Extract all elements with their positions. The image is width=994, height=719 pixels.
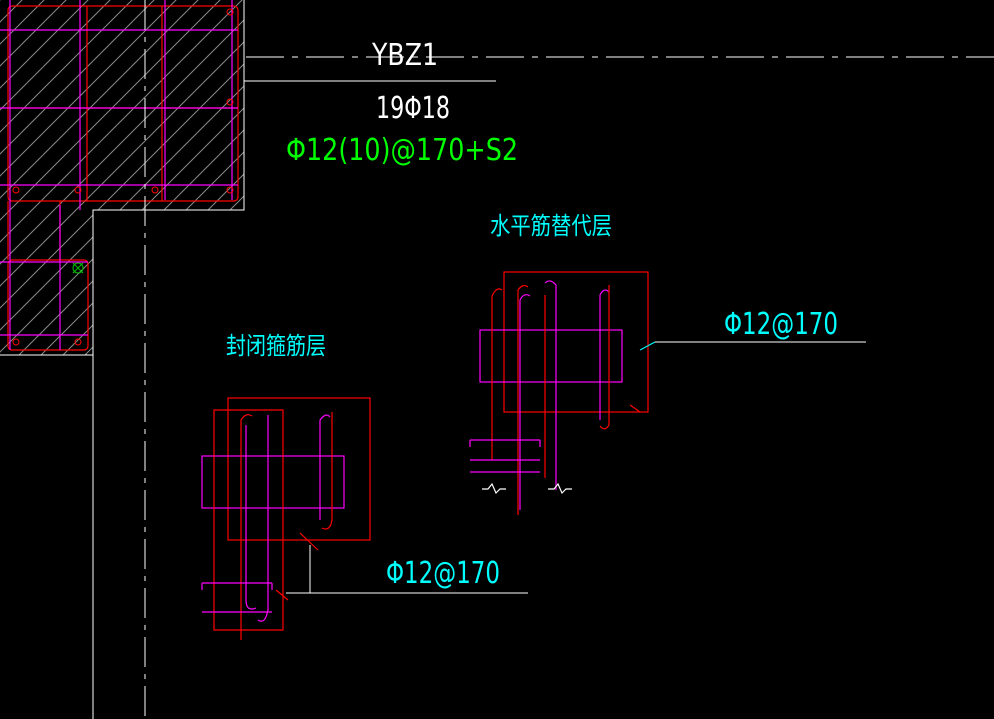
stirrup-spec-label: Φ12(10)@170+S2 xyxy=(286,133,518,168)
tie-bars-magenta xyxy=(0,0,238,350)
right-callout-leader xyxy=(639,341,656,351)
rebar-dots xyxy=(12,8,234,346)
left-callout-label: Φ12@170 xyxy=(386,556,500,591)
column-outline xyxy=(0,0,245,356)
axis-lines xyxy=(92,0,994,719)
column-section xyxy=(0,0,245,356)
longitudinal-bars-label: 19Φ18 xyxy=(376,91,450,126)
right-callout-label: Φ12@170 xyxy=(724,307,838,342)
column-hatch-fill xyxy=(0,0,244,355)
detail-horizontal-substitute xyxy=(469,271,649,515)
detail-closed-stirrup xyxy=(201,397,371,640)
column-id-label: YBZ1 xyxy=(371,38,438,73)
horizontal-substitute-layer-label: 水平筋替代层 xyxy=(490,212,612,240)
green-node-marker xyxy=(72,262,84,274)
left-callout-leader xyxy=(286,545,528,594)
closed-stirrup-layer-label: 封闭箍筋层 xyxy=(226,332,326,360)
